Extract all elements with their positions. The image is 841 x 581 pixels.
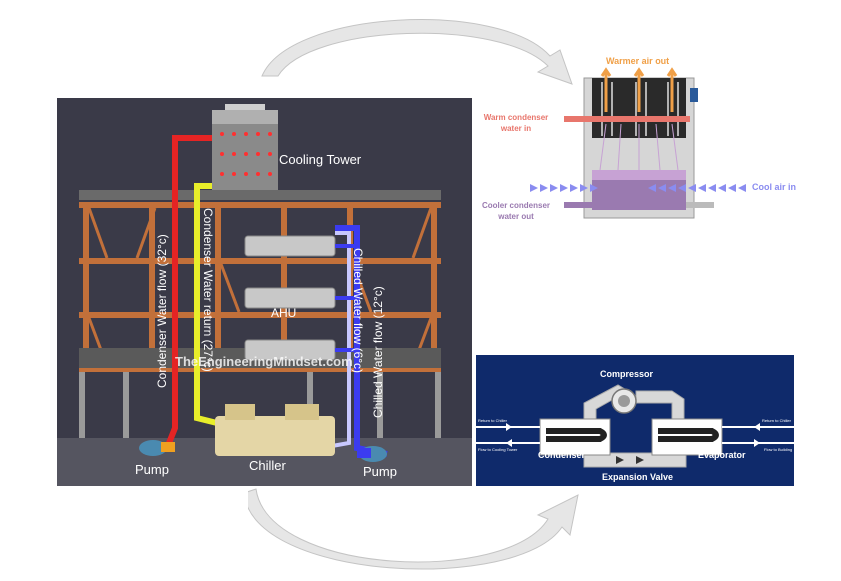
tower-cross-section <box>530 67 746 219</box>
cooling-tower-detail: Warmer air out Warm condenser water in C… <box>476 52 806 230</box>
left-pump <box>139 440 175 456</box>
chiller-label: Chiller <box>249 458 286 473</box>
cooling-tower-unit <box>212 104 278 190</box>
condenser-label: Condenser <box>538 450 586 460</box>
expansion-arrows <box>616 456 644 464</box>
tube-bundles <box>546 428 719 442</box>
warmer-air-arrows <box>600 67 678 112</box>
compressor-label: Compressor <box>600 369 654 379</box>
flow-to-cooling-tower-label: Flow to Cooling Tower <box>478 447 518 452</box>
warm-condenser-pipe <box>564 116 690 122</box>
refrigeration-cycle-panel: Compressor Condenser Evaporator Expansio… <box>476 355 794 486</box>
floor-beams <box>79 202 441 372</box>
cycle-drawing <box>476 384 794 468</box>
ahu-label: AHU <box>271 306 297 320</box>
cool-air-arrows-right <box>648 184 746 192</box>
warm-condenser-line1: Warm condenser <box>483 113 549 122</box>
left-pump-label: Pump <box>135 462 169 477</box>
cool-air-arrows-left <box>530 184 598 192</box>
chilled-water-flow-label: Chilled Water flow (6°c) <box>351 248 365 374</box>
water-lines <box>476 426 794 444</box>
fan-motor <box>690 88 698 102</box>
warm-condenser-line2: water in <box>500 124 532 133</box>
cooler-condenser-line1: Cooler condenser <box>481 201 550 210</box>
return-to-chiller-left-label: Return to Chiller <box>478 418 507 423</box>
building-drawing <box>57 104 472 486</box>
expansion-valve-label: Expansion Valve <box>602 472 674 482</box>
ahu-units <box>244 235 336 361</box>
right-pump-label: Pump <box>363 464 397 479</box>
return-to-chiller-right-label: Return to Chiller <box>762 418 791 423</box>
cooler-condenser-line2: water out <box>498 212 534 221</box>
warm-condenser-label: Warm condenser water in <box>476 112 556 134</box>
cooler-condenser-label: Cooler condenser water out <box>476 200 556 222</box>
evaporator-label: Evaporator <box>698 450 746 460</box>
chilled-return-pipe <box>331 231 351 448</box>
watermark: TheEngineeringMindset.com <box>175 354 353 369</box>
condenser-return-pipe <box>194 183 218 426</box>
condenser-water-return-label: Condenser Water return (27°c) <box>201 208 215 372</box>
flow-to-building-label: Flow to Building <box>764 447 793 452</box>
chiller-unit <box>215 404 335 456</box>
tower-fill <box>601 82 679 136</box>
cooling-tower-label: Cooling Tower <box>279 152 362 167</box>
cool-air-in-label: Cool air in <box>752 182 797 192</box>
condenser-water-flow-label: Condenser Water flow (32°c) <box>155 234 169 388</box>
right-pump <box>357 446 387 462</box>
ahu-chilled-branch <box>335 244 357 352</box>
spray-lines <box>599 123 679 171</box>
top-curved-arrow <box>261 19 573 85</box>
condenser-flow-pipe <box>166 135 212 445</box>
bottom-curved-arrow <box>248 488 579 570</box>
flow-arrows <box>506 423 760 447</box>
roof-slab <box>79 190 441 200</box>
cool-condenser-pipe <box>564 202 600 208</box>
building-diagram: Cooling Tower AHU TheEngineeringMindset.… <box>57 98 472 486</box>
chilled-water-return-label: Chilled Water flow (12°c) <box>371 286 385 418</box>
warmer-air-out-label: Warmer air out <box>606 56 670 66</box>
